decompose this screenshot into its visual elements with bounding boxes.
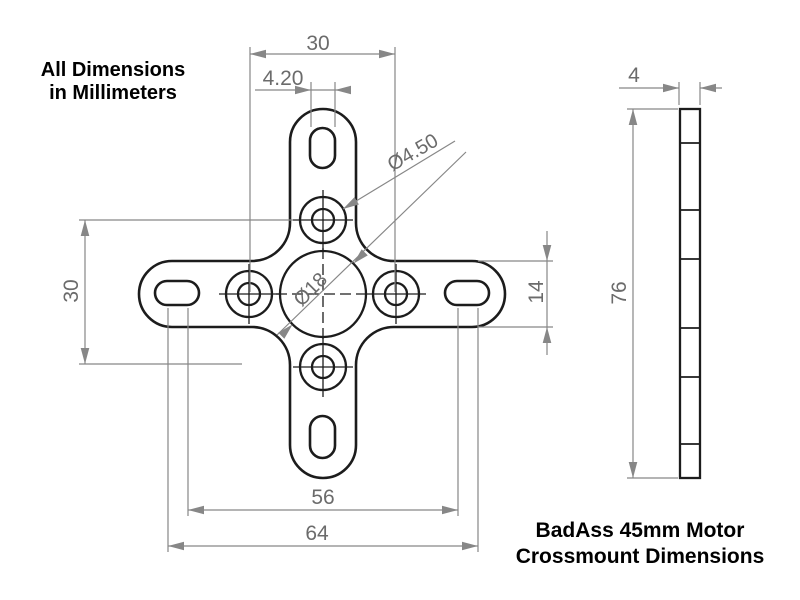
mounting-hole-right	[366, 264, 426, 324]
dimension-label: 64	[305, 522, 329, 545]
dimension-label: 56	[311, 486, 334, 509]
dimension-hole-diameter-leader: Ø4.50	[340, 130, 456, 213]
dimension-arrow	[335, 85, 351, 95]
dimension-slot-outer-span: 64	[167, 308, 479, 552]
dimension-arrow	[542, 327, 552, 343]
dimension-line	[276, 151, 467, 336]
side-profile-outline	[678, 107, 702, 480]
left-slot	[153, 279, 201, 307]
dimension-label: 4	[628, 64, 640, 87]
dimension-arrow	[442, 505, 458, 515]
dimension-arrow	[250, 49, 266, 59]
dimension-thickness: 4	[619, 64, 722, 105]
units-note-line2: in Millimeters	[49, 82, 177, 104]
dimension-label: 14	[525, 280, 548, 304]
dimension-arrow	[700, 83, 716, 93]
dimension-arrow	[462, 541, 478, 551]
top-slot	[308, 126, 337, 170]
dimension-arrow	[542, 245, 552, 261]
drawing-title: BadAss 45mm Motor Crossmount Dimensions	[516, 519, 765, 568]
dimension-arrow	[663, 83, 679, 93]
mounting-hole-top	[293, 190, 353, 250]
dimension-arrow	[80, 220, 90, 236]
units-note-line1: All Dimensions	[41, 59, 185, 81]
dimension-arrow	[188, 505, 204, 515]
dimension-arrow	[379, 49, 395, 59]
dimension-arrow	[168, 541, 184, 551]
dimension-overall-length: 76	[608, 108, 678, 479]
leader-line	[342, 140, 456, 210]
front-view	[137, 107, 507, 480]
dimension-hole-spacing-vertical: 30	[60, 219, 293, 365]
bottom-slot	[308, 414, 337, 460]
dimension-slot-width: 4.20	[255, 67, 351, 127]
drawing-title-line2: Crossmount Dimensions	[516, 545, 765, 568]
mounting-hole-bottom	[293, 337, 353, 397]
dimension-arrow	[628, 109, 638, 125]
dimension-label: 30	[60, 279, 83, 302]
dimension-label: 30	[306, 32, 329, 55]
dimension-label: 4.20	[263, 67, 304, 90]
dimension-slot-inner-span: 56	[187, 308, 459, 516]
right-slot	[443, 279, 491, 307]
units-note: All Dimensions in Millimeters	[41, 59, 185, 104]
dimension-arrow	[80, 348, 90, 364]
dimension-label: 76	[608, 281, 631, 304]
dimension-arm-width: 14	[478, 231, 553, 355]
mounting-hole-left	[219, 264, 279, 324]
dimension-label: Ø4.50	[384, 130, 442, 176]
dimension-arrow	[628, 462, 638, 478]
side-view	[678, 107, 702, 480]
drawing-title-line1: BadAss 45mm Motor	[536, 519, 745, 542]
dimension-hole-spacing-horizontal: 30	[249, 32, 396, 292]
